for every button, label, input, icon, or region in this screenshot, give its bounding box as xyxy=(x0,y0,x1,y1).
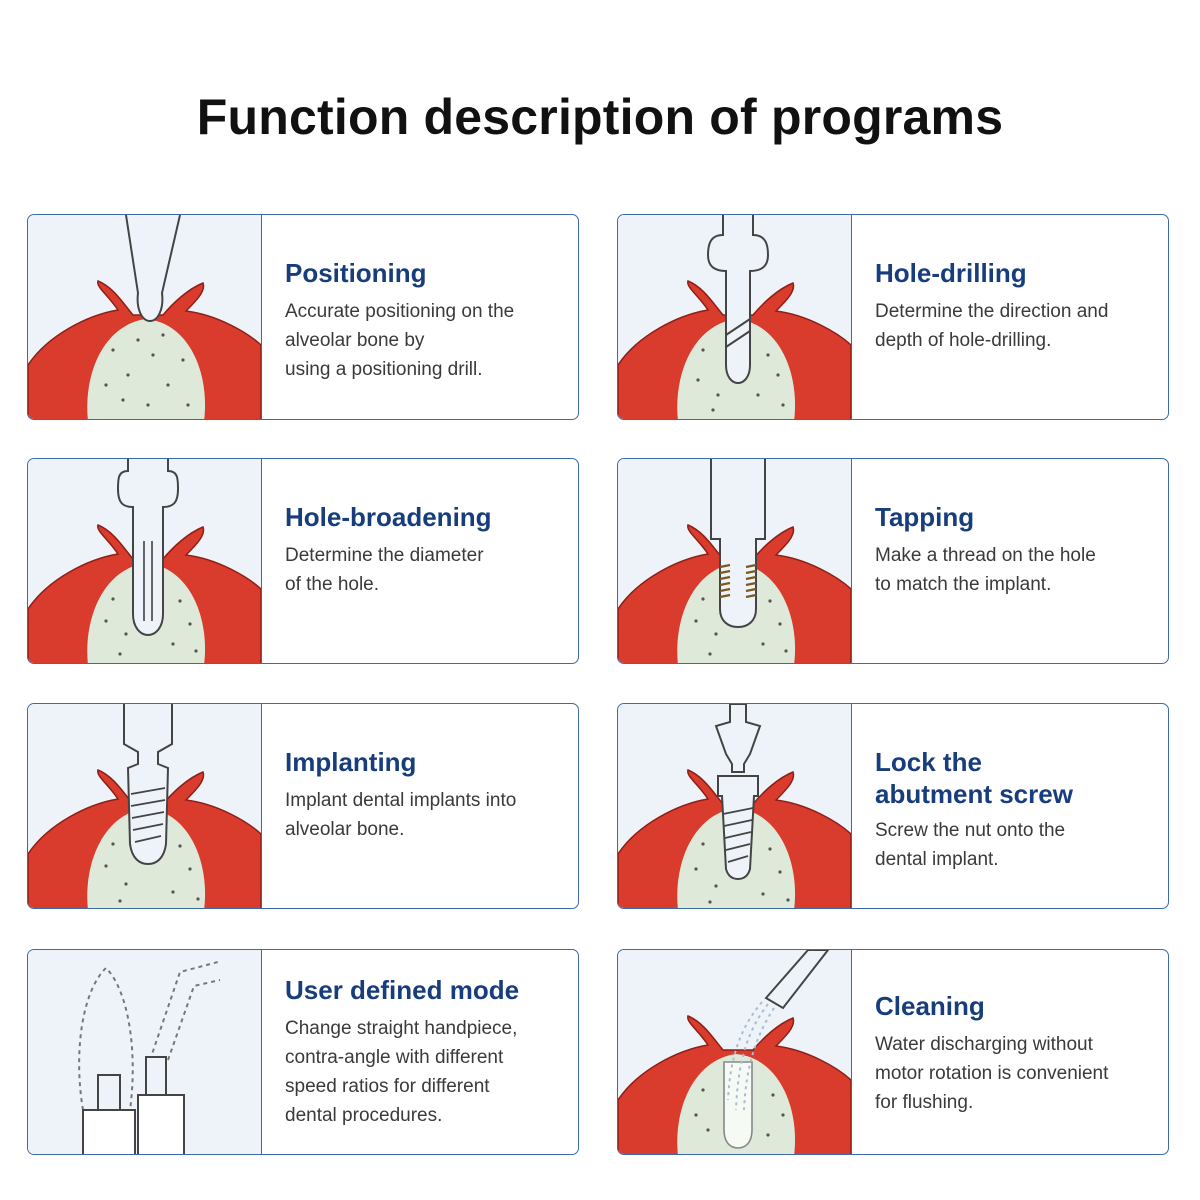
card-description: Make a thread on the hole to match the i… xyxy=(875,545,1096,595)
tapping-icon xyxy=(618,459,852,663)
implanting-icon xyxy=(28,704,262,908)
program-card-hole-drilling: Hole-drilling Determine the direction an… xyxy=(617,214,1169,420)
card-description: Change straight handpiece, contra-angle … xyxy=(285,1018,518,1126)
abutment-screw-icon xyxy=(618,704,852,908)
card-description: Water discharging without motor rotation… xyxy=(875,1034,1109,1113)
card-title: Tapping xyxy=(875,502,975,532)
water-flush-icon xyxy=(618,950,852,1154)
card-title: Cleaning xyxy=(875,991,985,1021)
program-card-cleaning: Cleaning Water discharging without motor… xyxy=(617,949,1169,1155)
card-description: Accurate positioning on the alveolar bon… xyxy=(285,301,515,380)
handpiece-icon xyxy=(28,950,262,1154)
card-title: Hole-drilling xyxy=(875,258,1027,288)
positioning-drill-icon xyxy=(28,215,262,419)
card-title: Implanting xyxy=(285,747,417,777)
program-card-user-defined: User defined mode Change straight handpi… xyxy=(27,949,579,1155)
card-description: Determine the direction and depth of hol… xyxy=(875,301,1109,351)
card-title: Positioning xyxy=(285,258,427,288)
program-card-abutment-screw: Lock the abutment screw Screw the nut on… xyxy=(617,703,1169,909)
card-description: Determine the diameter of the hole. xyxy=(285,545,484,595)
card-description: Screw the nut onto the dental implant. xyxy=(875,820,1066,870)
hole-drilling-icon xyxy=(618,215,852,419)
program-card-hole-broadening: Hole-broadening Determine the diameter o… xyxy=(27,458,579,664)
card-description: Implant dental implants into alveolar bo… xyxy=(285,790,517,840)
program-card-tapping: Tapping Make a thread on the hole to mat… xyxy=(617,458,1169,664)
program-card-implanting: Implanting Implant dental implants into … xyxy=(27,703,579,909)
program-card-positioning: Positioning Accurate positioning on the … xyxy=(27,214,579,420)
card-title: User defined mode xyxy=(285,975,520,1005)
card-title: Hole-broadening xyxy=(285,502,492,532)
hole-broadening-icon xyxy=(28,459,262,663)
card-title: Lock the abutment screw xyxy=(875,747,1073,809)
page-title: Function description of programs xyxy=(196,89,1004,145)
